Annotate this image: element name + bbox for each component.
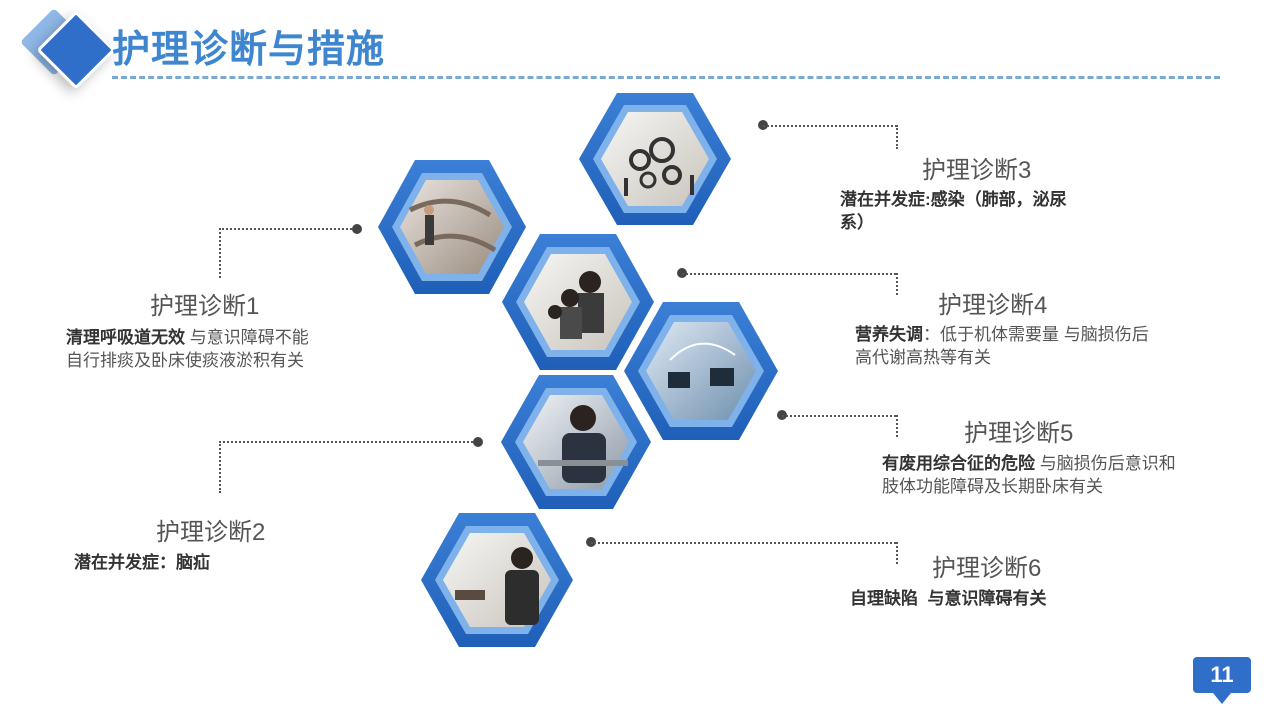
connector-5-vertical [896,415,898,437]
diagnosis-3-description: 潜在并发症:感染（肺部，泌尿系） [840,188,1092,234]
diagnosis-6-heading: 护理诊断6 [932,555,1042,582]
connector-2-vertical [219,441,221,493]
connector-6-horizontal [591,542,896,544]
page-number-badge-tip [1213,693,1231,704]
connector-4-horizontal [682,273,896,275]
diagnosis-1-text: 与意识障碍不能自行排痰及卧床使痰液淤积有关 [66,328,309,370]
connector-6-vertical [896,542,898,564]
hex-image-gears [579,93,731,225]
hex-image-team [502,234,654,370]
diagnosis-2-heading: 护理诊断2 [156,519,266,546]
hex-image-laptops [624,302,778,440]
connector-3-horizontal [763,125,897,127]
diagnosis-1-heading: 护理诊断1 [150,293,260,320]
diagnosis-6-description: 自理缺陷 与意识障碍有关 [850,587,1150,610]
page-number-badge: 11 [1193,657,1251,693]
connector-4-vertical [896,273,898,295]
connector-1-dot [352,224,362,234]
diagnosis-5-text: 与脑损伤后意识和肢体功能障碍及长期卧床有关 [882,454,1176,496]
diagnosis-4-text: ：低于机体需要量 与脑损伤后高代谢高热等有关 [855,325,1149,367]
diagnosis-6-bold: 自理缺陷 与意识障碍有关 [850,589,1047,608]
hex-image-maze [378,160,526,294]
title-divider [112,76,1220,79]
connector-5-horizontal [782,415,896,417]
diagnosis-4-description: 营养失调：低于机体需要量 与脑损伤后高代谢高热等有关 [855,323,1155,369]
hex-image-phone-call [421,513,573,647]
diagnosis-2-description: 潜在并发症：脑疝 [74,551,334,574]
hex-image-businessman [501,375,651,509]
diagnosis-5-bold: 有废用综合征的危险 [882,454,1035,473]
diagnosis-3-bold: 潜在并发症:感染（肺部，泌尿系） [840,190,1067,232]
diagnosis-4-heading: 护理诊断4 [938,292,1048,319]
connector-1-vertical [219,228,221,278]
connector-3-vertical [896,125,898,149]
diagnosis-3-heading: 护理诊断3 [922,157,1032,184]
diagnosis-5-description: 有废用综合征的危险 与脑损伤后意识和肢体功能障碍及长期卧床有关 [882,452,1188,498]
connector-1-horizontal [219,228,356,230]
diagnosis-4-bold: 营养失调 [855,325,923,344]
connector-2-dot [473,437,483,447]
diagnosis-1-description: 清理呼吸道无效 与意识障碍不能自行排痰及卧床使痰液淤积有关 [66,326,316,372]
diagnosis-1-bold: 清理呼吸道无效 [66,328,185,347]
slide-title: 护理诊断与措施 [112,29,386,71]
connector-2-horizontal [219,441,477,443]
diagnosis-2-bold: 潜在并发症：脑疝 [74,553,210,572]
diagnosis-5-heading: 护理诊断5 [964,420,1074,447]
